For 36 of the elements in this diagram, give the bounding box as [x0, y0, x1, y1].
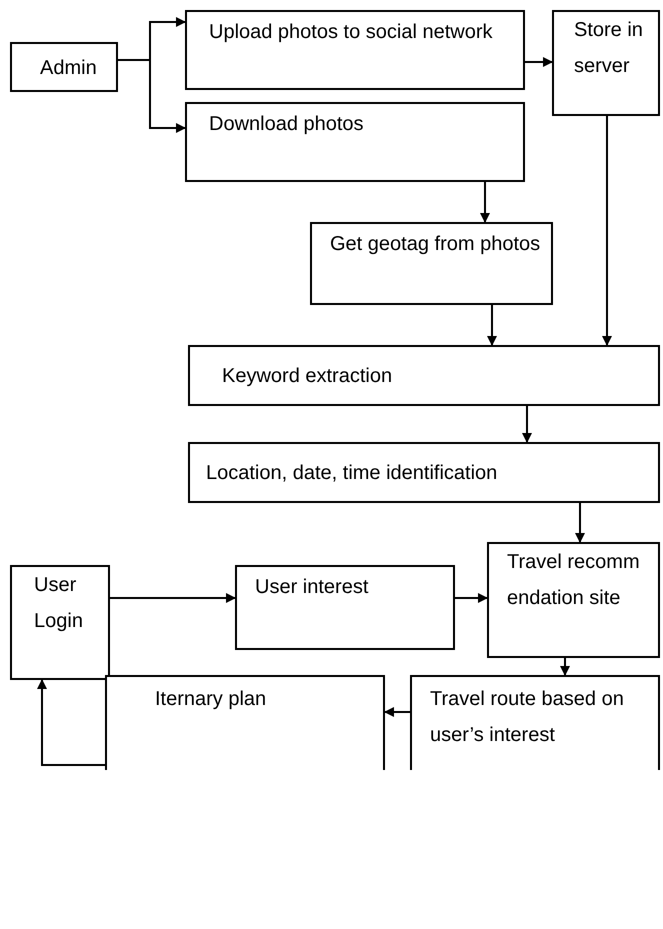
box-label: Travel recommendation site	[507, 550, 641, 611]
arrow	[110, 593, 236, 603]
box-label: Iternary plan	[155, 687, 268, 712]
process-box	[185, 102, 525, 182]
process-box	[552, 10, 660, 116]
process-box	[410, 675, 660, 770]
arrow	[384, 707, 410, 717]
box-label: User Login	[34, 573, 84, 634]
arrow	[575, 503, 585, 543]
arrow	[602, 116, 612, 346]
process-box	[235, 565, 455, 650]
process-box	[188, 345, 660, 406]
box-label: User interest	[255, 575, 370, 600]
box-label: Keyword extraction	[222, 364, 394, 389]
box-label: Travel route based on user’s interest	[430, 687, 625, 748]
arrow	[560, 658, 570, 676]
arrow	[118, 59, 186, 133]
process-box	[310, 222, 553, 305]
arrow	[522, 406, 532, 443]
arrow	[37, 679, 105, 766]
process-box	[487, 542, 660, 658]
process-box	[188, 442, 660, 503]
process-box	[105, 675, 385, 770]
box-label: Get geotag from photos	[330, 232, 542, 257]
box-label: Location, date, time identification	[206, 461, 498, 486]
process-box	[10, 42, 118, 92]
arrow	[525, 57, 553, 67]
arrow	[480, 182, 490, 223]
box-label: Download photos	[209, 112, 365, 137]
arrow	[455, 593, 488, 603]
box-label: Store in server	[574, 18, 644, 79]
arrow	[487, 305, 497, 346]
process-box	[10, 565, 110, 680]
box-label: Admin	[40, 56, 98, 81]
process-box	[185, 10, 525, 90]
box-label: Upload photos to social network	[209, 20, 494, 45]
